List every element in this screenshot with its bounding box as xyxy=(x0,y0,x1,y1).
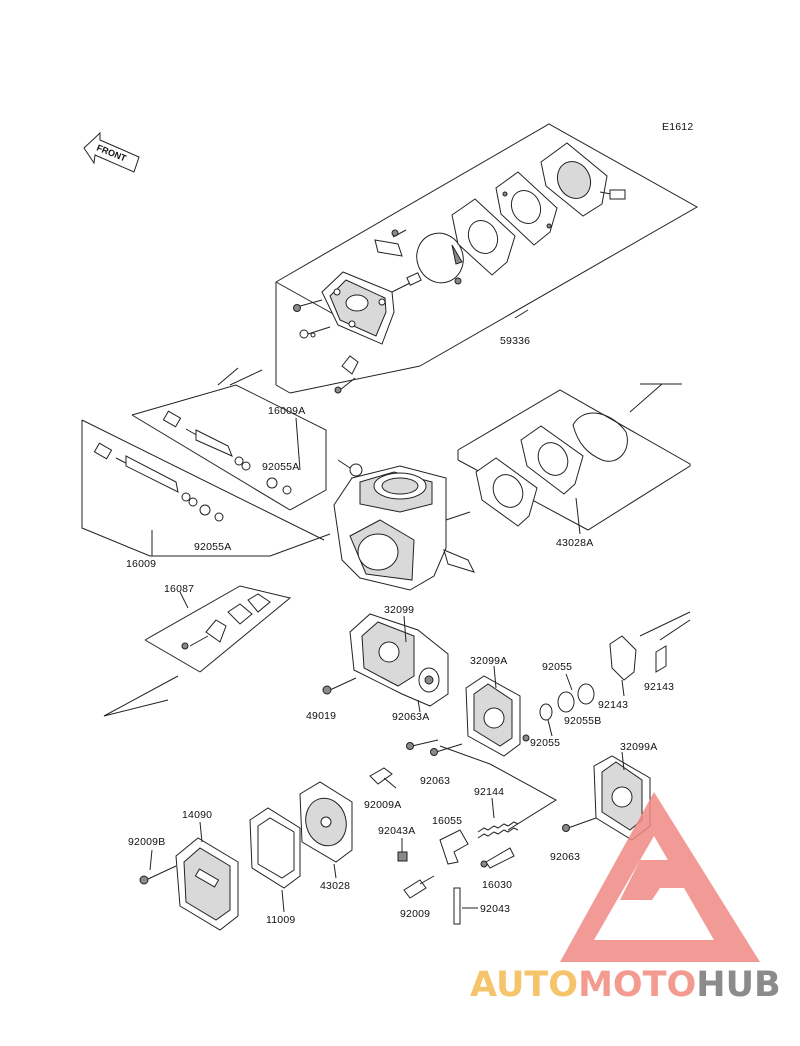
callout-92144: 92144 xyxy=(474,786,504,798)
mixture-screw-part xyxy=(93,442,224,522)
o-ring-part xyxy=(416,232,464,285)
diaphragm-43028-part xyxy=(299,781,353,863)
spring-92144-part xyxy=(477,821,519,839)
clip-bracket-part xyxy=(334,229,407,394)
callout-92009: 92009 xyxy=(400,908,430,920)
lever-16055-part xyxy=(439,829,469,865)
watermark-moto: MOTO xyxy=(578,965,696,1005)
gasket-plate-2 xyxy=(495,171,558,246)
pin-92043-part xyxy=(453,887,461,925)
diagram-code: E1612 xyxy=(662,121,693,133)
callout-32099A-lower: 32099A xyxy=(620,741,657,753)
front-arrow-icon: FRONT xyxy=(83,131,140,173)
choke-linkage-part xyxy=(181,593,271,650)
leader-43028A xyxy=(575,497,581,535)
callout-16009: 16009 xyxy=(126,558,156,570)
watermark-logo-icon xyxy=(560,792,760,962)
callout-59336: 59336 xyxy=(500,335,530,347)
callout-92063-mid: 92063 xyxy=(420,775,450,787)
leader-16009A xyxy=(295,417,301,471)
frame-edge xyxy=(103,675,179,717)
callout-32099A-upper: 32099A xyxy=(470,655,507,667)
needle-valve-part xyxy=(480,847,515,869)
callout-92055-upper: 92055 xyxy=(542,661,572,673)
callout-92055A-upper: 92055A xyxy=(262,461,299,473)
callout-92009A: 92009A xyxy=(364,799,401,811)
watermark-hub: HUB xyxy=(696,965,780,1005)
group-16009A-frame xyxy=(131,384,327,511)
leader-11009 xyxy=(281,889,285,913)
pump-body-32099A-part xyxy=(465,675,530,757)
callout-49019: 92055B xyxy=(564,715,601,727)
callout-43028A: 43028A xyxy=(556,537,593,549)
group-16009-frame xyxy=(81,419,331,557)
leader-14090 xyxy=(199,821,203,843)
spring-clip-part xyxy=(639,611,691,673)
pump-cover-part xyxy=(540,142,626,217)
callout-92143-label: 92143 xyxy=(644,681,674,693)
frame-edge-2 xyxy=(103,699,169,717)
throttle-cover-part xyxy=(321,271,422,345)
callout-16055: 16055 xyxy=(432,815,462,827)
group-43028A-frame xyxy=(457,383,691,531)
leader-92144 xyxy=(491,797,495,819)
callout-16158: 92063A xyxy=(392,711,429,723)
screw-icon xyxy=(562,817,597,832)
screw-icon xyxy=(322,677,357,695)
callout-92043: 92043 xyxy=(480,903,510,915)
callout-92063A: 49019 xyxy=(306,710,336,722)
callout-14090: 14090 xyxy=(182,809,212,821)
screw-icon xyxy=(292,299,331,339)
seal-ring-part xyxy=(539,683,595,721)
callout-32099: 32099 xyxy=(384,604,414,616)
screw-icon xyxy=(139,865,177,885)
callout-16087: 16087 xyxy=(164,583,194,595)
leader-43028 xyxy=(333,863,337,879)
cover-clip-part xyxy=(609,635,637,697)
callout-16009A: 16009A xyxy=(268,405,305,417)
leader-92055 xyxy=(565,673,573,691)
pump-body-32099-part xyxy=(349,613,449,707)
leader-32099 xyxy=(403,615,407,643)
screw-92009A-part xyxy=(369,767,397,789)
gasket-11009-part xyxy=(249,807,301,889)
leader-16087 xyxy=(179,591,189,609)
group-92144-frame xyxy=(439,745,557,831)
carburetor-body-part xyxy=(333,459,475,591)
pilot-screw-part xyxy=(162,410,292,495)
group-16087-frame xyxy=(144,585,292,673)
leader-59336 xyxy=(514,309,529,319)
callout-92055A-lower: 92055A xyxy=(194,541,231,553)
gasket-plate-1 xyxy=(451,198,516,276)
gasket-43028A-part xyxy=(475,412,628,527)
plug-92043A-part xyxy=(397,851,408,862)
callout-16030: 16030 xyxy=(482,879,512,891)
leader-32099A-lower xyxy=(621,751,625,771)
watermark-auto: AUTO xyxy=(470,965,578,1005)
callout-43028: 43028 xyxy=(320,880,350,892)
callout-92009B: 92009B xyxy=(128,836,165,848)
leader-16158 xyxy=(417,699,421,713)
callout-92043A: 92043A xyxy=(378,825,415,837)
screw-icon xyxy=(406,739,463,756)
callout-92063-lower: 92063 xyxy=(550,851,580,863)
watermark-text: AUTOMOTOHUB xyxy=(470,965,781,1005)
callout-92055-lower: 92055 xyxy=(530,737,560,749)
leader-92055-lower xyxy=(547,719,553,737)
screw-92009-part xyxy=(403,875,435,899)
leader-32099A xyxy=(493,665,497,689)
callout-11009: 11009 xyxy=(266,914,295,926)
cover-14090-part xyxy=(175,837,239,931)
leader-92009B xyxy=(149,849,153,871)
callout-92055B: 92143 xyxy=(598,699,628,711)
